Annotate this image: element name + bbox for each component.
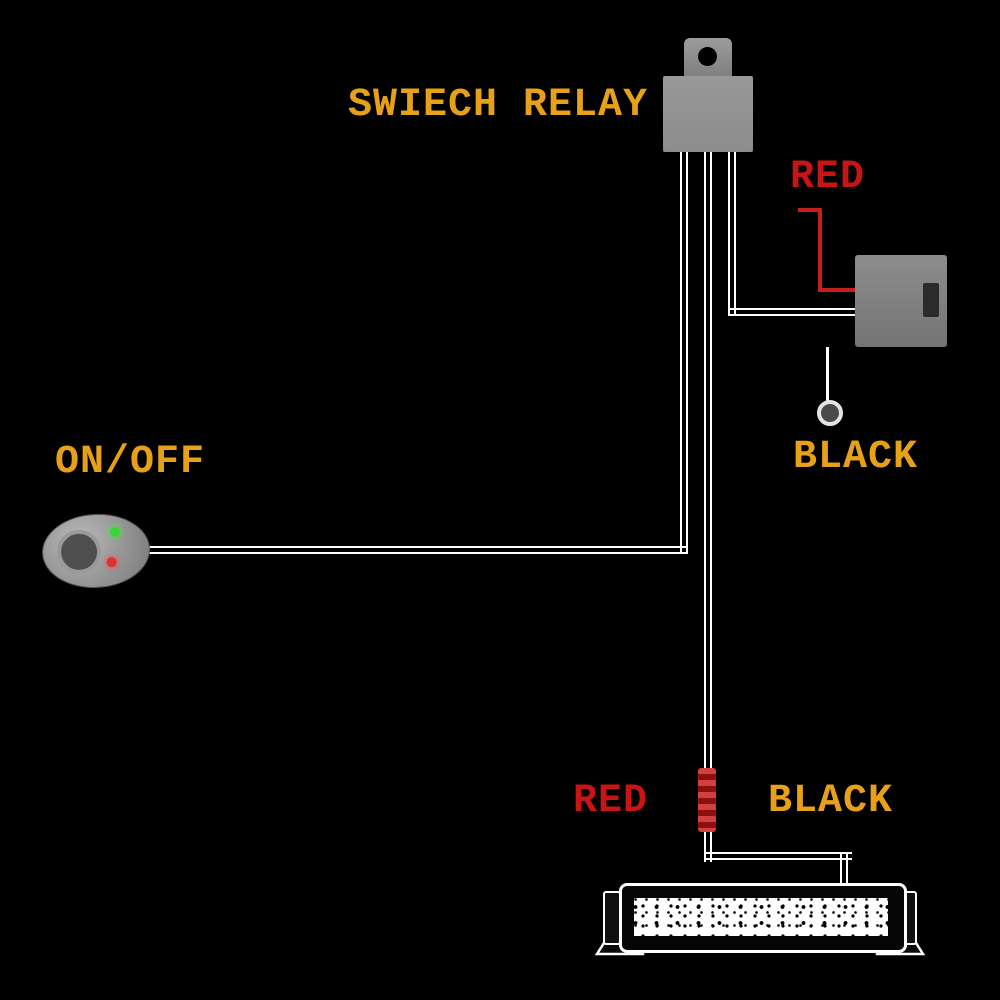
wire-main-drop-lower bbox=[704, 832, 712, 862]
ground-wire bbox=[826, 347, 829, 404]
wire-switch-horizontal bbox=[140, 546, 688, 554]
red-wire-vertical bbox=[818, 208, 822, 292]
light-bar-leds bbox=[634, 898, 888, 936]
wire-main-drop-upper bbox=[704, 214, 712, 770]
wire-fusebox-horizontal bbox=[728, 308, 856, 316]
onoff-label: ON/OFF bbox=[55, 440, 206, 485]
black-label-terminal: BLACK bbox=[793, 435, 919, 480]
wire-bottom-horizontal bbox=[704, 852, 852, 860]
fuse-holder bbox=[855, 255, 947, 347]
red-butt-connector bbox=[698, 768, 716, 832]
fuse-holder-slot bbox=[923, 283, 939, 317]
ring-terminal bbox=[817, 400, 843, 426]
red-wire-horizontal bbox=[818, 288, 856, 292]
relay-pin bbox=[680, 152, 688, 214]
relay-label: SWIECH RELAY bbox=[348, 83, 649, 128]
relay-body bbox=[663, 76, 753, 152]
wire-fusebox-vertical bbox=[728, 214, 736, 314]
red-label-bottom: RED bbox=[573, 779, 649, 824]
on-off-switch bbox=[40, 511, 152, 591]
black-label-bottom: BLACK bbox=[768, 779, 894, 824]
relay-pin bbox=[728, 152, 736, 214]
wire-lightbar-drop bbox=[840, 852, 848, 888]
wire-switch-riser bbox=[680, 214, 688, 554]
relay-mounting-hole bbox=[698, 47, 717, 66]
red-wire-stub bbox=[798, 208, 822, 212]
relay-pin bbox=[704, 152, 712, 214]
red-label-top: RED bbox=[790, 155, 866, 200]
relay-mounting-tab bbox=[684, 38, 732, 78]
